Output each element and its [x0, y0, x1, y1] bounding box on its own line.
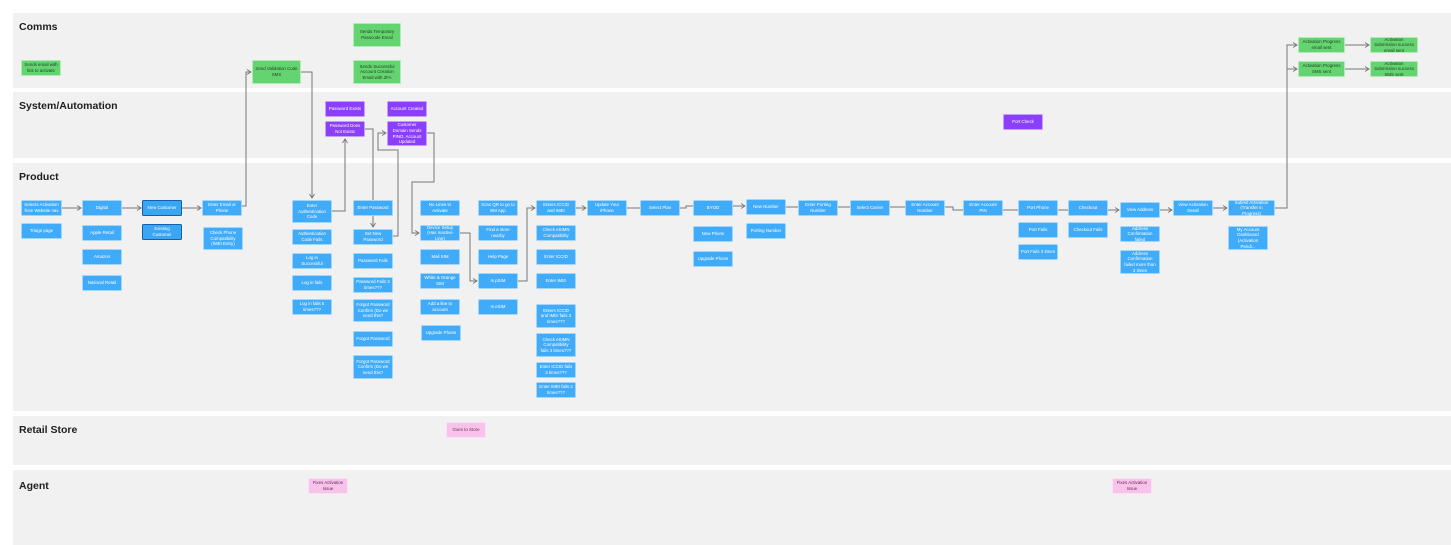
node-upgrade-phone-1[interactable]: Upgrade Phone	[421, 325, 461, 341]
node-national-retail[interactable]: National Retail	[82, 275, 122, 291]
node-set-new-password[interactable]: Set New Password	[353, 229, 393, 245]
node-enters-iccid-imei[interactable]: Enters ICCID and IMEI	[536, 200, 576, 216]
node-sends-temp-passcode[interactable]: Sends Temporary Passcode Email	[353, 23, 401, 47]
node-account-created[interactable]: Account Created	[387, 101, 427, 117]
node-fixes-issue-1[interactable]: Fixes Activation Issue	[308, 478, 348, 494]
node-is-esim[interactable]: Is eSIM	[478, 299, 518, 315]
node-check-esim-fails[interactable]: Check eSIMN Compatibility fails 3 times?…	[536, 333, 576, 357]
node-enter-password[interactable]: Enter Password	[353, 200, 393, 216]
node-submit-activation[interactable]: Submit Activation (Transfer in Progress)	[1228, 200, 1275, 216]
node-success-sms[interactable]: Activation Submission success SMS sent	[1370, 61, 1418, 77]
node-login-fails[interactable]: Log in fails	[292, 275, 332, 291]
node-apple-retail[interactable]: Apple Retail	[82, 225, 122, 241]
node-port-fails-3[interactable]: Port Fails 3 times	[1018, 244, 1058, 260]
node-new-number[interactable]: New Number	[746, 199, 786, 215]
node-mail-sim[interactable]: Mail SIM	[420, 249, 460, 265]
node-digital[interactable]: Digital	[82, 200, 122, 216]
node-view-address[interactable]: View Address	[1120, 202, 1160, 218]
node-scan-qr[interactable]: Scan QR to go to BM App	[478, 200, 518, 216]
lane-comms: Comms	[13, 13, 1451, 88]
lane-agent: Agent	[13, 470, 1451, 545]
node-password-not-exists[interactable]: Password Does Not Exists	[325, 121, 365, 137]
node-enters-iccid-imei-fails[interactable]: Enters ICCID and IMEI fails 3 times???	[536, 304, 576, 328]
node-progress-sms[interactable]: Activation Progress SMS sent	[1298, 61, 1345, 77]
node-forgot-password-confirm-1[interactable]: Forgot Password Confirm (Do we need this…	[353, 299, 393, 322]
node-address-failed[interactable]: Address Confirmation failed	[1120, 226, 1160, 242]
node-enter-iccid[interactable]: Enter ICCID	[536, 249, 576, 265]
node-forgot-password-confirm-2[interactable]: Forgot Password Confirm (Do we need this…	[353, 355, 393, 379]
node-view-activation-detail[interactable]: View Activation Detail	[1173, 200, 1213, 216]
node-porting-number[interactable]: Porting Number	[746, 223, 786, 239]
node-enter-account-pin[interactable]: Enter Account PIN	[963, 200, 1003, 216]
node-checkout-fails[interactable]: Checkout Fails	[1068, 222, 1108, 238]
lane-title-agent: Agent	[19, 480, 49, 492]
node-send-validation-sms[interactable]: Send Validation Code SMS	[252, 60, 301, 84]
node-is-psim[interactable]: Is pSIM	[478, 273, 518, 289]
node-forgot-password[interactable]: Forgot Password	[353, 331, 393, 347]
node-selects-activation[interactable]: Selects Activation from Website nav	[21, 200, 62, 216]
node-device-setup[interactable]: Device Setup (Has Inactive Line)	[420, 225, 460, 241]
node-success-email[interactable]: Activation Submission success email sent	[1370, 37, 1418, 53]
node-check-esim[interactable]: Check eSIMN Compatibility	[536, 225, 576, 241]
node-select-carrier[interactable]: Select Carrier	[850, 200, 890, 216]
node-password-fails-3[interactable]: Password Fails 3 times???	[353, 277, 393, 293]
node-sends-success-email[interactable]: Sends Successful Account Creation Email …	[353, 60, 401, 84]
node-enter-email-phone[interactable]: Enter Email or Phone	[202, 200, 242, 216]
node-white-orange-sim[interactable]: White & Orange SIM	[420, 273, 460, 289]
node-auth-code-fails[interactable]: Authentication Code Fails	[292, 229, 332, 245]
node-password-fails[interactable]: Password Fails	[353, 253, 393, 269]
node-fixes-issue-2[interactable]: Fixes Activation Issue	[1112, 478, 1152, 494]
node-sends-email-link[interactable]: Sends email with link to activate	[21, 60, 61, 76]
node-no-lines[interactable]: No Lines to Activate	[420, 200, 460, 216]
node-port-fails[interactable]: Port Fails	[1018, 222, 1058, 238]
node-add-line[interactable]: Add a line to account	[420, 299, 460, 315]
node-password-exists[interactable]: Password Exists	[325, 101, 365, 117]
lane-title-comms: Comms	[19, 21, 58, 33]
node-customer-domain[interactable]: Customer Domain Sends PINO, Account Upda…	[387, 121, 427, 146]
lane-title-system: System/Automation	[19, 100, 118, 112]
node-enter-imei-fails[interactable]: Enter IMEI fails 3 times???	[536, 382, 576, 398]
lane-title-product: Product	[19, 171, 59, 183]
node-amazon[interactable]: Amazon	[82, 249, 122, 265]
node-port-check[interactable]: Port Check	[1003, 114, 1043, 130]
node-byod[interactable]: BYOD	[693, 200, 733, 216]
node-triage-page[interactable]: Triage page	[21, 223, 62, 239]
node-select-plan[interactable]: Select Plan	[640, 200, 680, 216]
node-address-failed-3[interactable]: Address Confirmation failed more than 3 …	[1120, 250, 1160, 274]
node-enter-imei[interactable]: Enter IMEI	[536, 273, 576, 289]
node-enter-iccid-fails[interactable]: Enter ICCID fails 3 times???	[536, 362, 576, 378]
node-find-store[interactable]: Find a store nearby	[478, 225, 518, 241]
node-help-page[interactable]: Help Page	[478, 249, 518, 265]
node-new-phone[interactable]: New Phone	[693, 226, 733, 242]
node-upgrade-phone-2[interactable]: Upgrade Phone	[693, 251, 733, 267]
node-new-customer[interactable]: New Customer	[142, 200, 182, 216]
node-port-phone[interactable]: Port Phone	[1018, 200, 1058, 216]
node-update-iphone[interactable]: Update Your iPhone	[587, 200, 627, 216]
node-login-fails-5[interactable]: Log in fails 5 times???	[292, 299, 332, 315]
node-login-success[interactable]: Log in Successful	[292, 253, 332, 269]
node-checkout[interactable]: Checkout	[1068, 200, 1108, 216]
lane-retail: Retail Store	[13, 416, 1451, 465]
node-check-phone-compat[interactable]: Check Phone Compatibility (IMEI Entry)	[203, 227, 243, 250]
node-enter-account-number[interactable]: Enter Account Number	[905, 200, 945, 216]
node-my-account-dashboard[interactable]: My Account Dashboard (Activation Pendi..…	[1228, 226, 1268, 250]
node-existing-customer[interactable]: Existing Customer	[142, 224, 182, 240]
node-progress-email[interactable]: Activation Progress email sent	[1298, 37, 1345, 53]
lane-system: System/Automation	[13, 92, 1451, 158]
node-goes-to-store[interactable]: Goes to Store	[446, 422, 486, 438]
lane-title-retail: Retail Store	[19, 424, 78, 436]
node-enter-auth-code[interactable]: Enter Authentication Code	[292, 200, 332, 223]
node-enter-porting-number[interactable]: Enter Porting Number	[798, 200, 838, 216]
